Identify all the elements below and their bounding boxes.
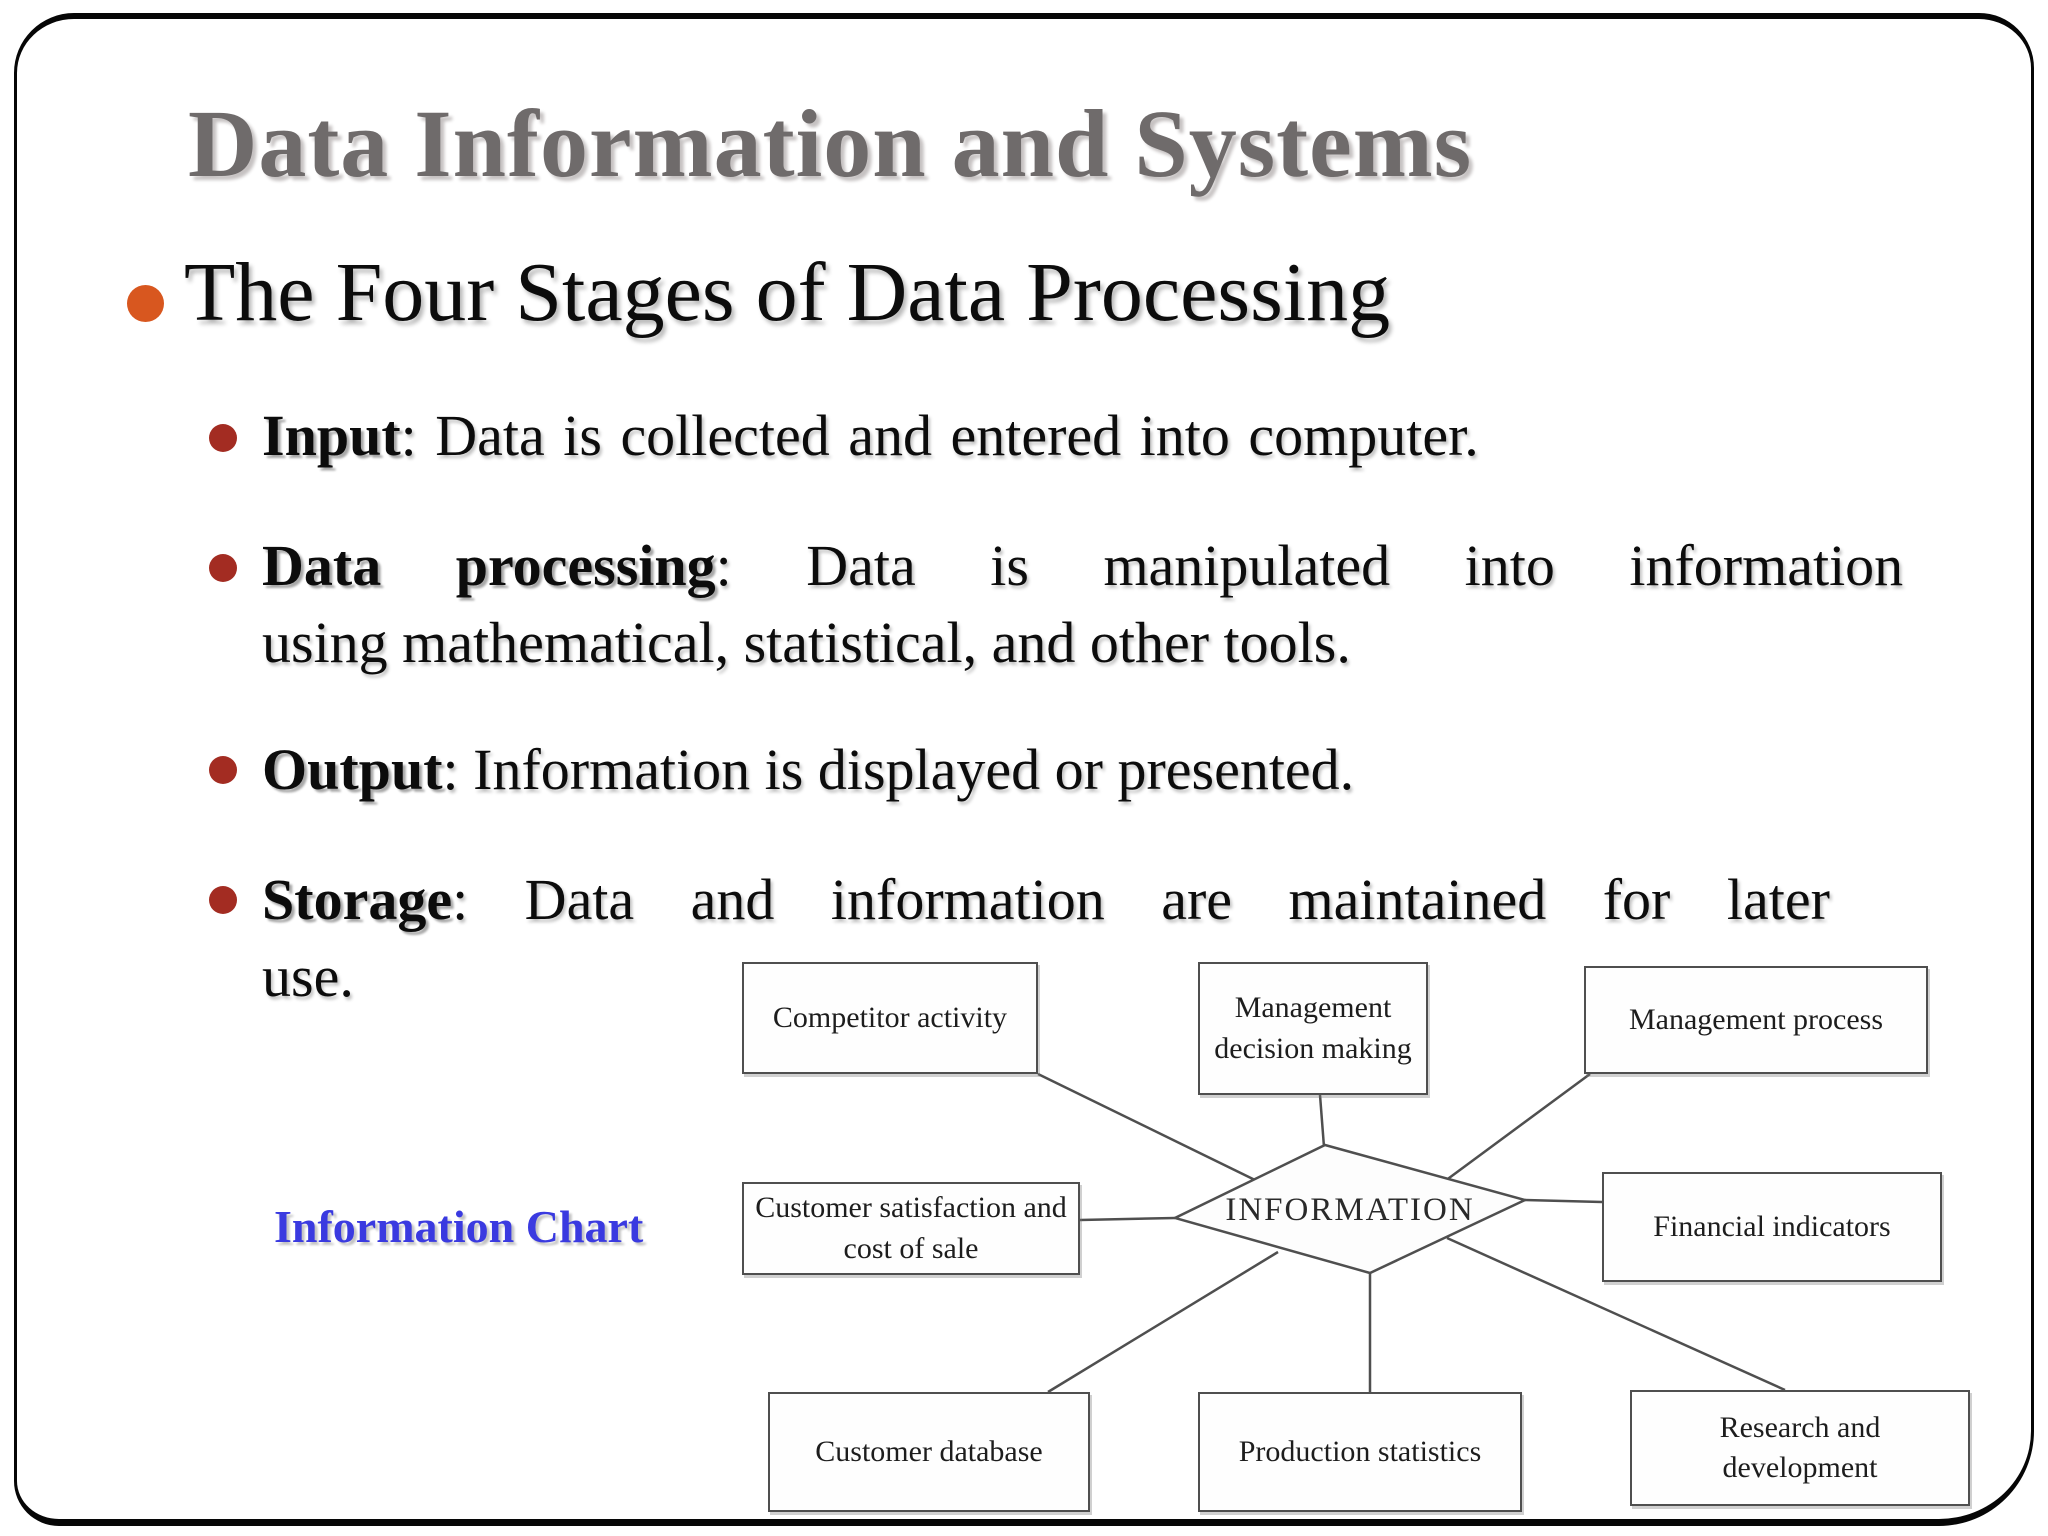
slide-border-frame	[14, 13, 2034, 1526]
connector-research-development	[1446, 1236, 1786, 1392]
sub-bullet-dot-storage	[209, 886, 237, 914]
connector-management-decision	[1318, 1094, 1326, 1148]
connector-customer-database	[1047, 1250, 1279, 1394]
node-production-statistics: Production statistics	[1198, 1392, 1522, 1512]
sub-bullet-dot-input	[209, 424, 237, 452]
stage-storage-line2: use.	[262, 943, 354, 1009]
stage-input-line: Input: Data is collected and entered int…	[262, 398, 1982, 475]
node-customer-satisfaction: Customer satisfaction and cost of sale	[742, 1182, 1080, 1275]
stage-output-lead: Output	[262, 737, 443, 802]
main-bullet-text: The Four Stages of Data Processing	[184, 246, 1391, 339]
stage-storage-text1: : Data and information are maintained fo…	[452, 867, 1830, 932]
connector-financial-indicators	[1524, 1198, 1603, 1204]
stage-input: Input: Data is collected and entered int…	[262, 398, 1982, 475]
stage-data-processing: Data processing: Data is manipulated int…	[262, 528, 1982, 681]
information-chart-label: Information Chart	[274, 1201, 644, 1252]
stage-input-lead: Input	[262, 403, 401, 468]
information-diamond	[1171, 1143, 1529, 1275]
sub-bullet-dot-output	[209, 756, 237, 784]
slide-title: Data Information and Systems	[188, 90, 1473, 197]
stage-storage: Storage: Data and information are mainta…	[262, 862, 1982, 1015]
node-research-and-development: Research and development	[1630, 1390, 1970, 1506]
stage-storage-line1: Storage: Data and information are mainta…	[262, 862, 1982, 939]
stage-input-text: : Data is collected and entered into com…	[400, 403, 1479, 468]
stage-data-processing-text1: : Data is manipulated into information	[715, 533, 1904, 598]
diagram-center-label: INFORMATION	[1225, 1192, 1475, 1228]
node-customer-database: Customer database	[768, 1392, 1090, 1512]
stage-output-text: : Information is displayed or presented.	[442, 737, 1355, 802]
stage-data-processing-line1: Data processing: Data is manipulated int…	[262, 528, 1982, 605]
stage-output: Output: Information is displayed or pres…	[262, 732, 1982, 809]
connector-customer-satisfaction	[1079, 1216, 1176, 1222]
node-management-decision-making: Management decision making	[1198, 962, 1428, 1095]
stage-data-processing-lead: Data processing	[262, 533, 716, 598]
stage-output-line: Output: Information is displayed or pres…	[262, 732, 1982, 809]
node-competitor-activity: Competitor activity	[742, 962, 1038, 1074]
connector-competitor-activity	[1037, 1072, 1256, 1182]
main-bullet-dot	[127, 285, 164, 322]
node-management-process: Management process	[1584, 966, 1928, 1074]
node-financial-indicators: Financial indicators	[1602, 1172, 1942, 1282]
connector-management-process	[1444, 1072, 1591, 1183]
stage-data-processing-line2: using mathematical, statistical, and oth…	[262, 609, 1351, 675]
sub-bullet-dot-data-processing	[209, 554, 237, 582]
stage-storage-lead: Storage	[262, 867, 453, 932]
